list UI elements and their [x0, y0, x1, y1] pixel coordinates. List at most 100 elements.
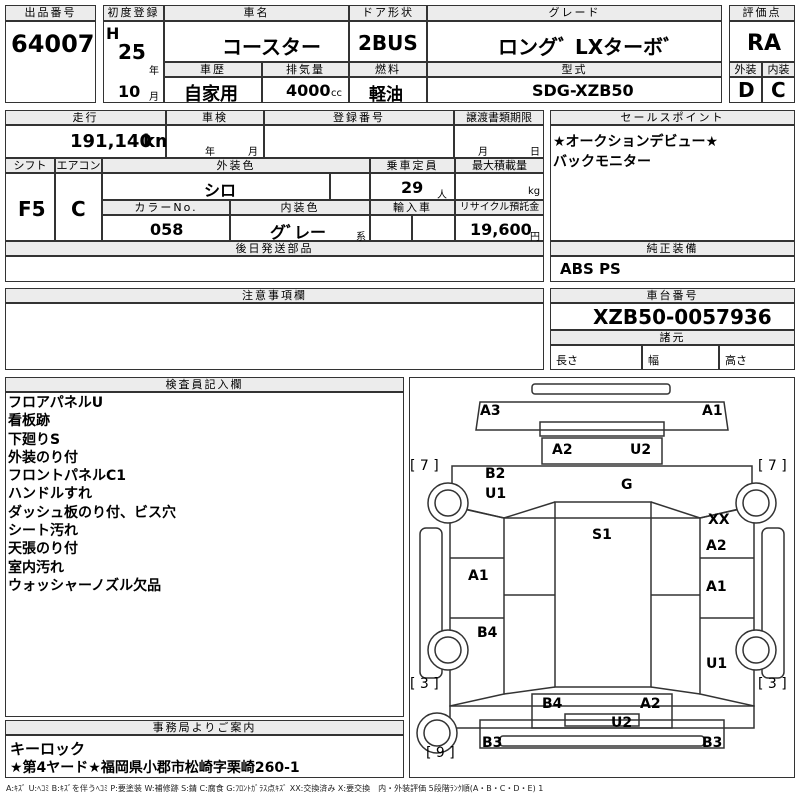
color-number-cell	[102, 215, 230, 241]
damage-mark: U2	[630, 442, 652, 458]
inspection-label: 車検	[166, 110, 264, 125]
mileage-label: 走行	[5, 110, 166, 125]
damage-diagram: [ 7 ] [ 7 ] [ 3 ] [ 3 ] [ 9 ] A3 A1 A2 U…	[409, 377, 795, 778]
damage-mark: B3	[482, 735, 503, 751]
mileage-cell	[5, 125, 166, 158]
tire-front-left: [ 7 ]	[410, 458, 439, 474]
registration-month: 10	[118, 82, 141, 101]
import-cell-left	[370, 215, 412, 241]
damage-mark: A3	[480, 403, 501, 419]
color-number: 058	[150, 220, 184, 239]
door-type-label: ドア形状	[349, 5, 427, 21]
chassis-number-label: 車台番号	[550, 288, 795, 303]
displacement: 4000	[286, 81, 331, 100]
inspector-line: フロントパネルC1	[8, 468, 127, 485]
history: 自家用	[184, 84, 238, 105]
damage-mark: B4	[542, 696, 563, 712]
height-cell	[719, 345, 795, 370]
interior-color-label: 内装色	[230, 200, 370, 215]
grade: ロングﾞ LXターボﾞ	[498, 35, 674, 59]
door-type-cell	[349, 21, 427, 62]
later-parts-cell	[5, 256, 544, 282]
car-name: コースター	[222, 35, 321, 59]
import-label: 輸入車	[370, 200, 455, 215]
model-cell	[427, 77, 722, 103]
sales-points-label: セールスポイント	[550, 110, 795, 125]
inspector-notes: フロアパネルU 看板跡 下廻りS 外装のり付 フロントパネルC1 ハンドルすれ …	[8, 394, 176, 595]
inspector-line: シート汚れ	[8, 523, 78, 540]
damage-mark: A1	[702, 403, 723, 419]
shift-cell	[5, 173, 55, 241]
tire-front-right: [ 7 ]	[758, 458, 787, 474]
sales-point-2: バックモニター	[553, 154, 651, 170]
inspection-cell	[166, 125, 264, 158]
damage-mark: B4	[477, 625, 498, 641]
damage-mark: B3	[702, 735, 723, 751]
inspector-line: 看板跡	[8, 413, 50, 430]
displacement-cell	[262, 77, 349, 103]
notes-label: 注意事項欄	[5, 288, 544, 303]
score: RA	[747, 31, 781, 56]
registration-number-cell	[264, 125, 454, 158]
tire-rear-right: [ 3 ]	[758, 676, 787, 692]
score-cell	[729, 21, 795, 62]
registration-year: 25	[118, 40, 146, 64]
inspector-line: ダッシュ板のり付、ビス穴	[8, 504, 176, 521]
history-label: 車歴	[164, 62, 262, 77]
first-registration-label: 初度登録	[103, 5, 164, 21]
max-load-label: 最大積載量	[455, 158, 544, 173]
damage-mark: B2	[485, 466, 506, 482]
recycle-deposit-label: リサイクル預託金	[455, 200, 544, 215]
interior-color-unit: 系	[356, 232, 366, 243]
interior-color-cell	[230, 215, 370, 241]
interior-grade-cell	[762, 77, 795, 103]
grade-cell	[427, 21, 722, 62]
transfer-month-unit: 月	[478, 147, 488, 158]
exterior-grade: D	[738, 78, 755, 102]
max-load-unit: kg	[528, 186, 541, 197]
shift-label: シフト	[5, 158, 55, 173]
height-label: 高さ	[725, 354, 747, 367]
genuine-equipment-cell	[550, 256, 795, 282]
exterior-grade-label: 外装	[729, 62, 762, 77]
era: H	[106, 24, 120, 43]
inspector-line: フロアパネルU	[8, 395, 104, 411]
interior-grade: C	[771, 78, 786, 102]
exterior-color-cell	[102, 173, 330, 200]
fuel-label: 燃料	[349, 62, 427, 77]
office-notice-cell	[5, 735, 404, 778]
office-line-2: ★第4ヤード★福岡県小郡市松崎字栗崎260-1	[10, 760, 300, 776]
damage-mark: A2	[706, 538, 727, 554]
inspector-line: ウォッシャーノズル欠品	[8, 577, 162, 594]
genuine-equipment: ABS PS	[560, 260, 621, 278]
damage-mark: A1	[706, 579, 727, 595]
chassis-number: XZB50-0057936	[593, 305, 772, 329]
exterior-color-extra-cell	[330, 173, 370, 200]
lot-number-label: 出品番号	[5, 5, 96, 21]
ac: C	[71, 197, 86, 221]
sales-points-cell	[550, 125, 795, 241]
specs-label: 諸元	[550, 330, 795, 345]
ac-cell	[55, 173, 102, 241]
transfer-deadline-cell	[454, 125, 544, 158]
capacity: 29	[401, 178, 424, 197]
capacity-label: 乗車定員	[370, 158, 455, 173]
office-line-1: キーロック	[10, 740, 86, 758]
inspection-month-unit: 月	[248, 147, 258, 158]
recycle-deposit-cell	[455, 215, 544, 241]
lot-number-cell	[5, 21, 96, 103]
damage-mark: G	[621, 477, 633, 493]
displacement-unit: cc	[331, 88, 342, 99]
inspector-notes-label: 検査員記入欄	[5, 377, 404, 392]
exterior-grade-cell	[729, 77, 762, 103]
vehicle-outline	[416, 383, 785, 754]
later-parts-label: 後日発送部品	[5, 241, 544, 256]
model-label: 型式	[427, 62, 722, 77]
sales-point-1: ★オークションデビュー★	[553, 134, 719, 150]
inspector-line: 室内汚れ	[8, 559, 64, 576]
exterior-color-label: 外装色	[102, 158, 370, 173]
length-cell	[550, 345, 642, 370]
inspector-line: 外装のり付	[8, 449, 78, 466]
damage-legend: A:ｷｽﾞ U:ﾍｺﾐ B:ｷｽﾞを伴うﾍｺﾐ P:要塗装 W:補修跡 S:錆 …	[6, 784, 544, 793]
fuel: 軽油	[369, 85, 403, 105]
